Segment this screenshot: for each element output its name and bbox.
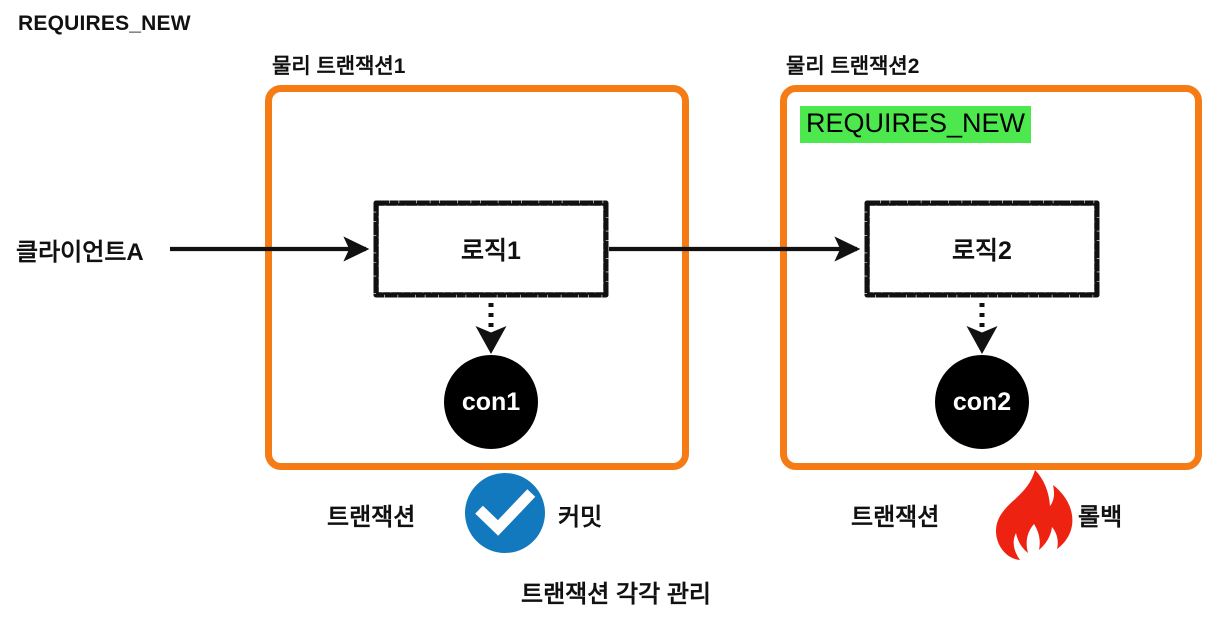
connection-circle-1-label: con1 [461, 387, 521, 416]
transaction-1-caption: 물리 트랜잭션1 [272, 55, 406, 78]
rollback-status-prefix: 트랜잭션 [851, 504, 940, 531]
commit-status-prefix: 트랜잭션 [327, 504, 416, 531]
connection-circle-2-label: con2 [952, 387, 1012, 416]
transaction-2-caption: 물리 트랜잭션2 [786, 55, 920, 78]
logic-box-2: 로직2 [864, 200, 1100, 298]
commit-status-suffix: 커밋 [558, 504, 603, 531]
logic-box-1: 로직1 [373, 200, 609, 298]
rollback-status-suffix: 롤백 [1078, 504, 1123, 531]
page-title: REQUIRES_NEW [18, 12, 191, 35]
logic-box-2-label: 로직2 [952, 237, 1012, 265]
sketchy-rectangle-icon [373, 200, 609, 298]
check-circle-icon [465, 473, 545, 553]
connection-circle-1: con1 [444, 355, 538, 449]
requires-new-annotation: REQUIRES_NEW [800, 106, 1032, 144]
fire-icon [996, 470, 1073, 560]
connection-circle-2: con2 [935, 355, 1029, 449]
transaction-boundary-2 [780, 85, 1202, 470]
logic-box-1-label: 로직1 [461, 237, 521, 265]
sketchy-rectangle-icon [864, 200, 1100, 298]
transaction-boundary-1 [265, 85, 689, 470]
client-label: 클라이언트A [16, 239, 144, 266]
bottom-caption: 트랜잭션 각각 관리 [521, 581, 711, 608]
